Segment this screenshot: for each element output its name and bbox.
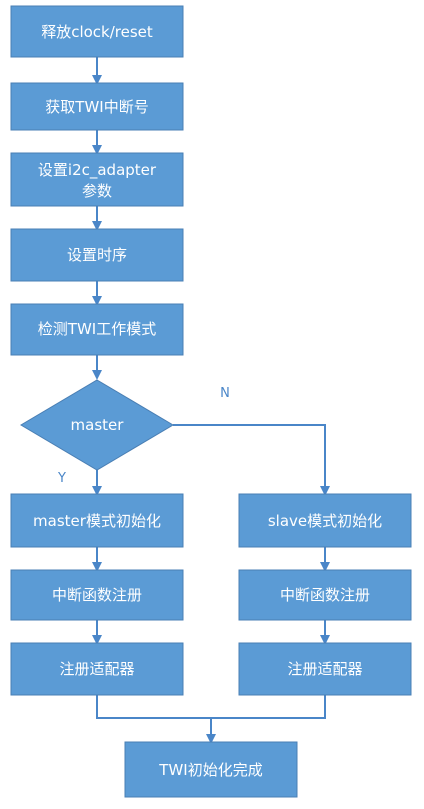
slave-adapter-label: 注册适配器	[287, 660, 362, 678]
step-set-adapter-label-line1: 设置i2c_adapter	[38, 161, 157, 180]
done-box	[124, 741, 298, 798]
decision-master-diamond	[20, 379, 174, 471]
step-release-clock-box	[10, 5, 184, 58]
step-set-adapter-box	[10, 152, 184, 207]
done-label: TWI初始化完成	[158, 761, 262, 779]
master-irq-box	[10, 569, 184, 621]
master-init-label: master模式初始化	[33, 512, 161, 530]
slave-irq-box	[238, 569, 412, 621]
nodes: 释放clock/reset 获取TWI中断号 设置i2c_adapter 参数 …	[10, 5, 412, 798]
slave-adapter-box	[238, 642, 412, 696]
slave-init-label: slave模式初始化	[268, 512, 382, 530]
connectors	[92, 57, 330, 744]
master-irq-label: 中断函数注册	[52, 586, 142, 604]
step-set-timing-box	[10, 228, 184, 282]
step-get-irq-box	[10, 82, 184, 131]
step-detect-mode-label: 检测TWI工作模式	[38, 320, 156, 338]
master-adapter-box	[10, 642, 184, 696]
arrow-decision-to-slave-init	[173, 424, 330, 496]
slave-irq-label: 中断函数注册	[280, 586, 370, 604]
step-detect-mode-box	[10, 303, 184, 356]
step-get-irq-label: 获取TWI中断号	[45, 98, 148, 116]
slave-init-box	[238, 493, 412, 548]
master-adapter-label: 注册适配器	[59, 660, 134, 678]
decision-master-label: master	[71, 416, 125, 434]
line-master-adapter-to-merge	[96, 695, 211, 719]
step-set-adapter-label-line2: 参数	[82, 182, 112, 200]
line-slave-adapter-to-merge	[211, 695, 326, 719]
branch-label-yes: Y	[57, 471, 66, 486]
step-set-timing-label: 设置时序	[67, 246, 127, 264]
step-release-clock-label: 释放clock/reset	[41, 23, 153, 41]
branch-label-no: N	[220, 386, 230, 401]
master-init-box	[10, 493, 184, 548]
